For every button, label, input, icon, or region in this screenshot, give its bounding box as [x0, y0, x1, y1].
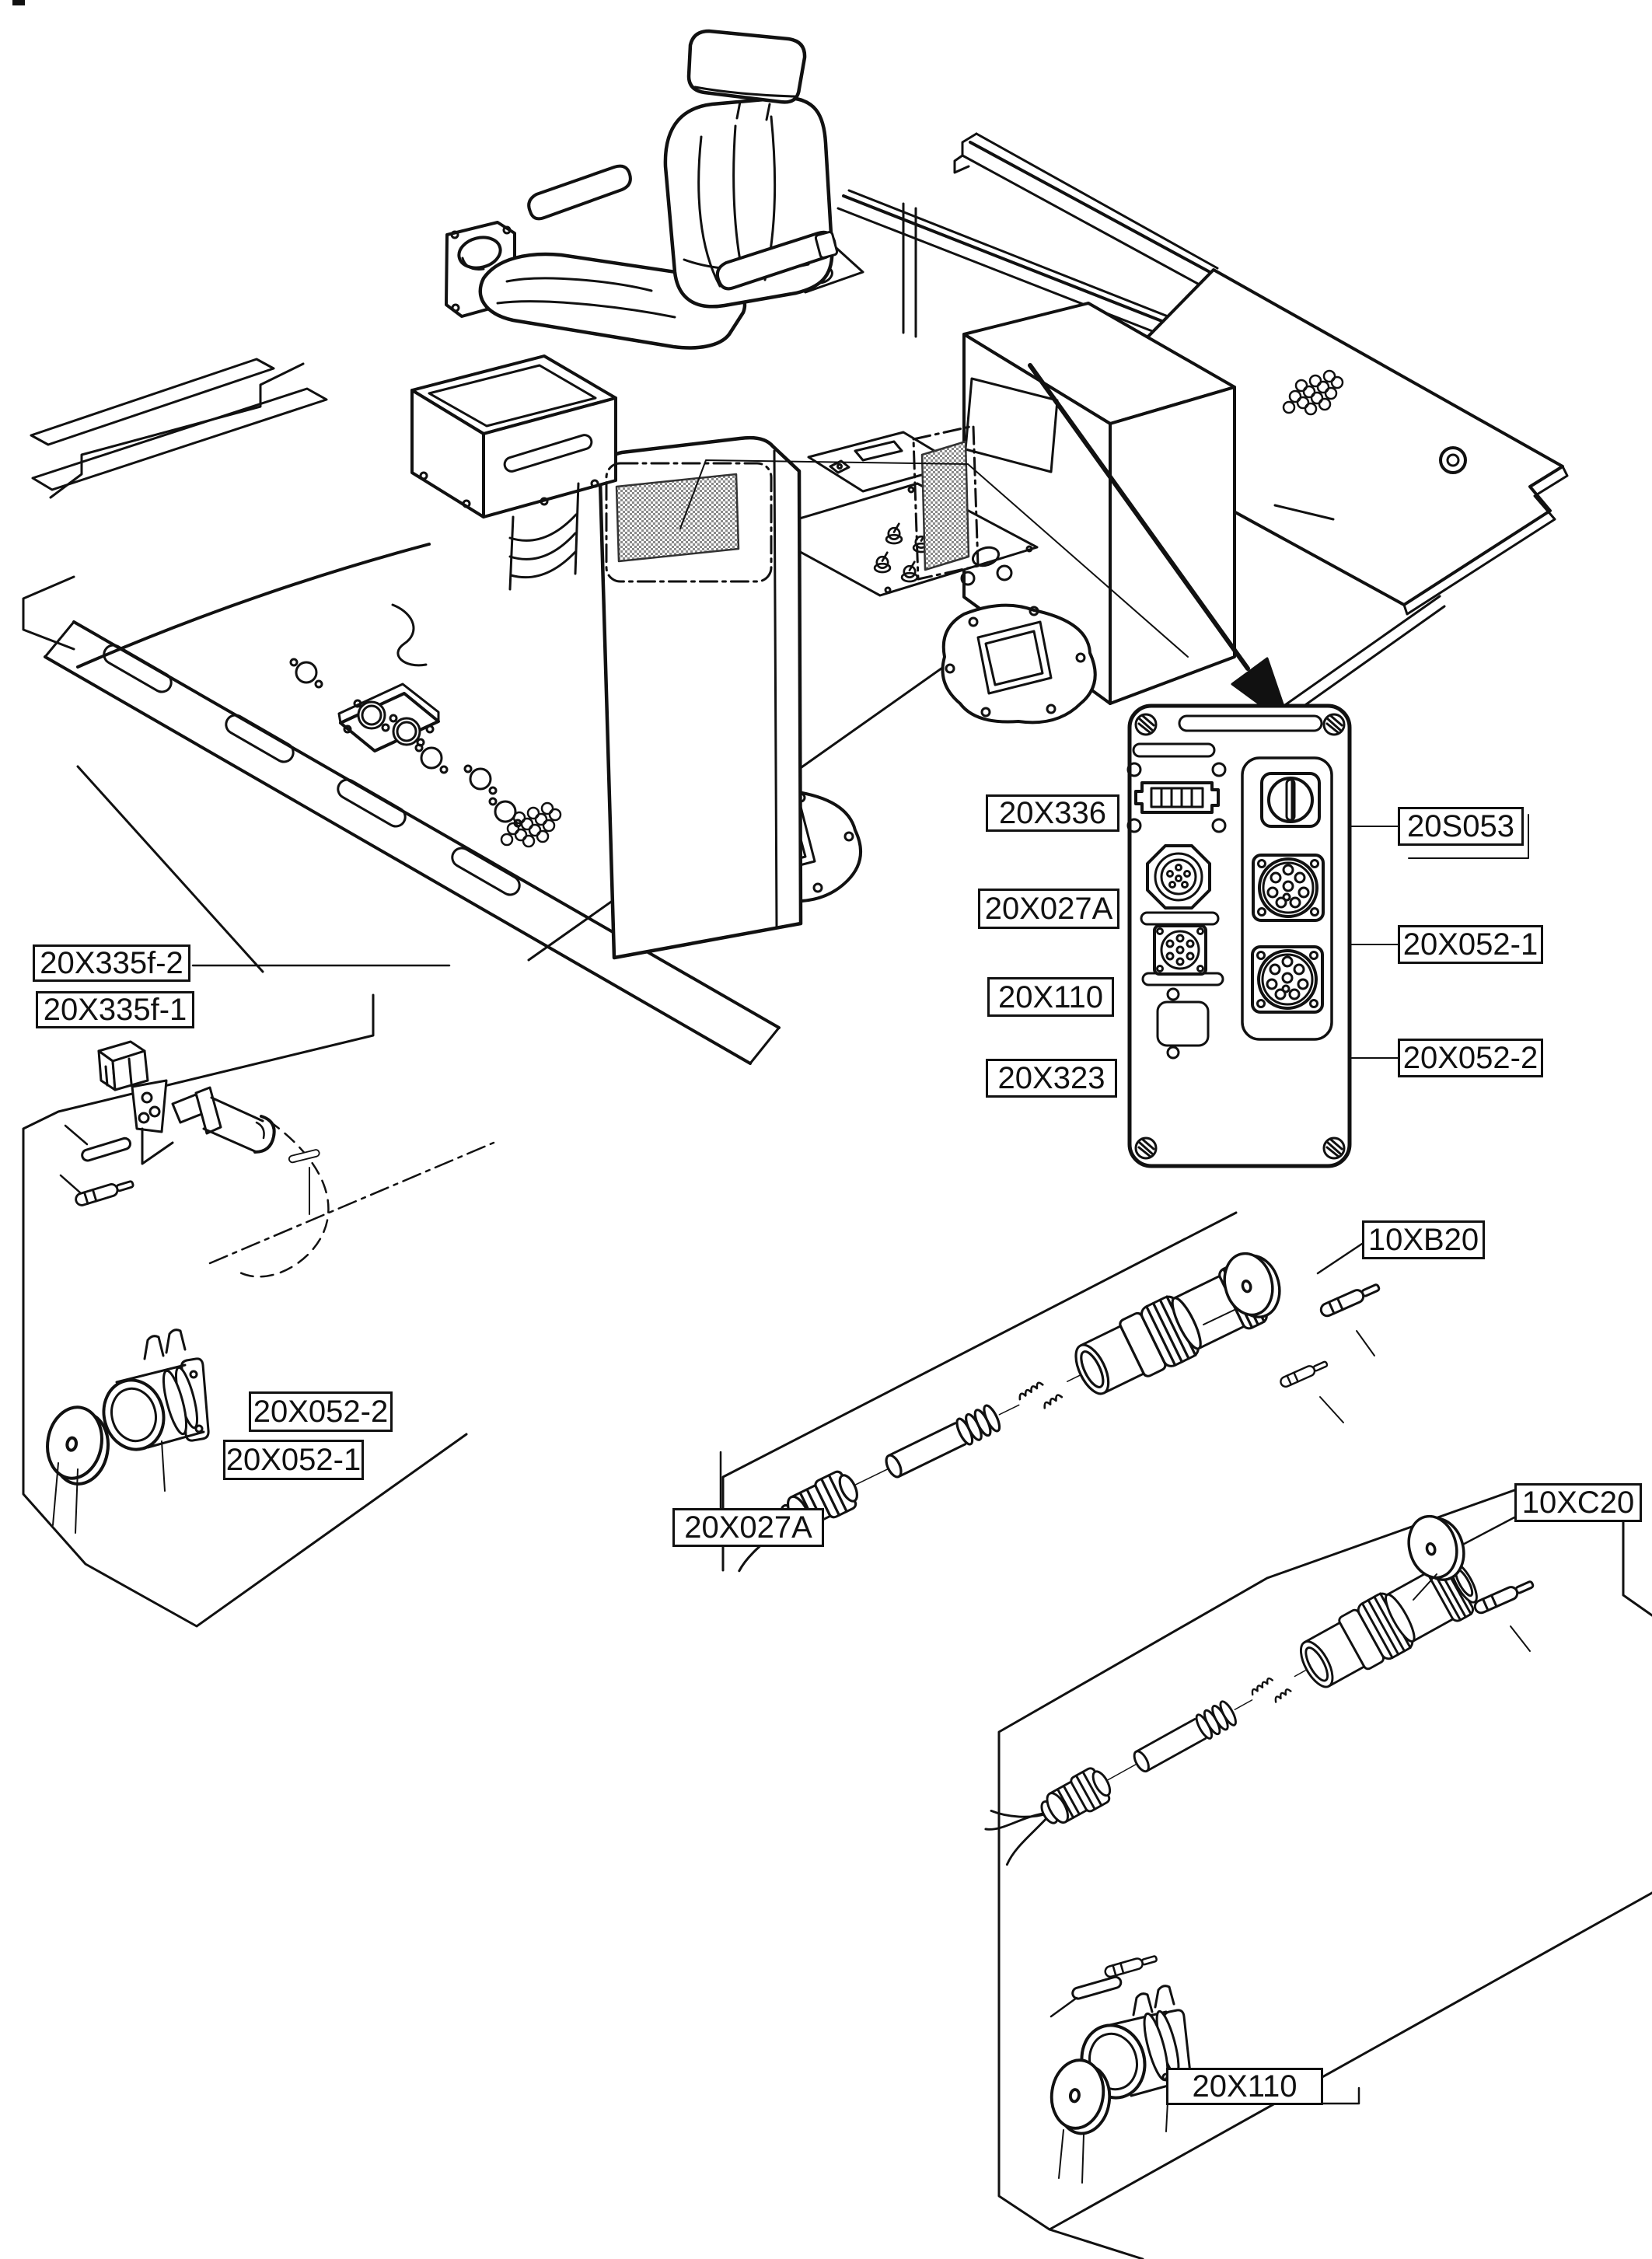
label-20S053: 20S053 — [1398, 807, 1524, 846]
page-edge-mark — [12, 0, 25, 5]
label-10XC20: 10XC20 — [1514, 1483, 1642, 1522]
connector-20X110 — [1153, 924, 1207, 976]
label-20X323: 20X323 — [986, 1059, 1117, 1098]
label-20X110-conn: 20X110 — [1166, 2068, 1323, 2105]
label-20X336: 20X336 — [986, 794, 1119, 832]
seat-pedestal — [598, 435, 803, 960]
seat-cable — [391, 603, 428, 667]
left-platform — [44, 543, 781, 1065]
label-20X052-2-panel: 20X052-2 — [1398, 1039, 1543, 1077]
seat-base-frame — [391, 354, 617, 667]
platform-connector-plate — [337, 683, 440, 752]
connector-assembly-20X052 — [102, 1329, 210, 1492]
label-20X335f-2: 20X335f-2 — [33, 944, 190, 982]
detail-leader — [679, 459, 1189, 658]
floor-cutout-plate-center — [941, 603, 1097, 724]
rear-sill-bars — [22, 358, 328, 651]
cab-scene — [22, 29, 1569, 1065]
label-20X335f-1: 20X335f-1 — [36, 991, 194, 1028]
side-location-marker — [912, 424, 980, 581]
switch-20S053 — [1260, 772, 1321, 828]
group-10XC20 — [977, 1489, 1652, 2259]
group-20X052 — [22, 964, 495, 1628]
label-20X052-1-panel: 20X052-1 — [1398, 925, 1543, 964]
panel-location-marker — [605, 462, 773, 583]
label-20X027A-panel: 20X027A — [978, 889, 1119, 929]
label-10XB20: 10XB20 — [1362, 1220, 1485, 1259]
label-20X052-2-conn: 20X052-2 — [249, 1391, 393, 1432]
connector-20X052-1 — [1252, 854, 1325, 922]
cable-route-dashed — [236, 1119, 330, 1278]
plug-20X335f — [97, 1040, 276, 1165]
connector-20X027A — [1146, 844, 1211, 910]
rear-rails — [836, 132, 1219, 344]
blank-cover-20X323 — [1156, 1000, 1210, 1047]
connector-panel-detail — [1126, 704, 1529, 1168]
platform-speaker-grille — [500, 801, 562, 848]
operator-seat — [445, 29, 839, 350]
label-20X110-panel: 20X110 — [987, 977, 1114, 1017]
connector-20X336 — [1134, 781, 1220, 814]
console-screen — [964, 377, 1059, 473]
connector-20X052-2 — [1251, 945, 1324, 1014]
label-20X027A-conn: 20X027A — [672, 1508, 824, 1547]
label-20X052-1-conn: 20X052-1 — [223, 1440, 364, 1480]
